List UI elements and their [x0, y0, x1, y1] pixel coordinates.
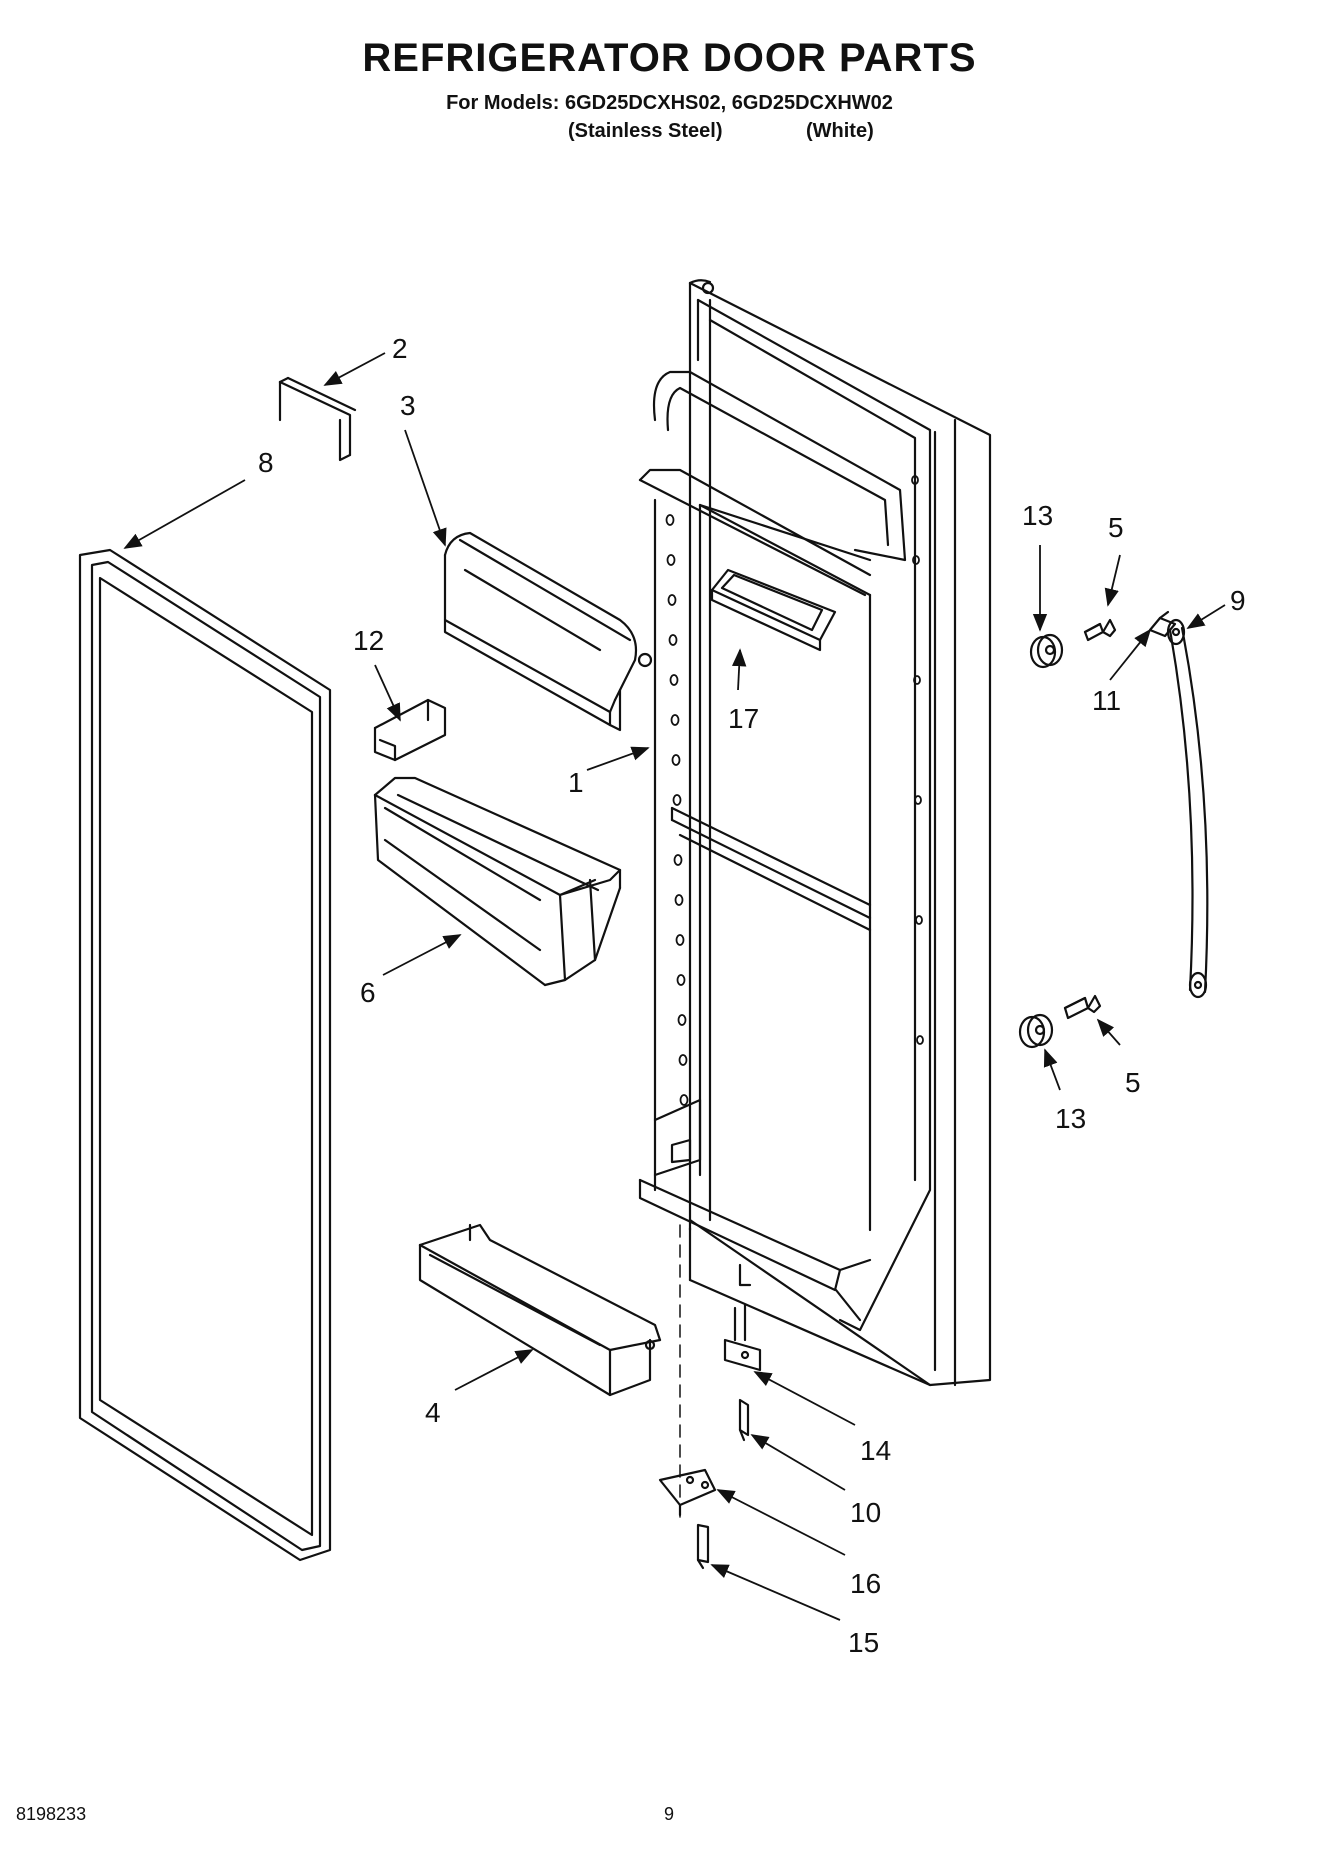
handle-screw [1148, 610, 1177, 638]
callout-9: 9 [1230, 585, 1246, 616]
handle-spacer-lower [1018, 1013, 1054, 1049]
leader-3 [404, 429, 447, 547]
leader-13b [1043, 1048, 1061, 1091]
shelf-holes [665, 475, 924, 1106]
leader-15 [710, 1564, 841, 1621]
callout-15: 15 [848, 1627, 879, 1658]
leader-1 [586, 746, 650, 771]
leader-12 [374, 664, 401, 722]
callout-13-upper: 13 [1022, 500, 1053, 531]
handle-screw-upper [1083, 618, 1117, 642]
leader-2 [323, 352, 386, 386]
leader-4 [454, 1349, 534, 1391]
callout-5-upper: 5 [1108, 512, 1124, 543]
hinge-bracket [658, 1468, 717, 1517]
callout-13-lower: 13 [1055, 1103, 1086, 1134]
door-gasket [78, 548, 332, 1562]
door-liner [638, 279, 992, 1387]
dairy-bin [710, 568, 837, 652]
crisper-cover [443, 531, 653, 732]
leader-10 [750, 1434, 846, 1491]
variant-white: (White) [806, 120, 874, 142]
leader-17 [731, 648, 747, 691]
door-handle [1166, 618, 1209, 999]
callout-16: 16 [850, 1568, 881, 1599]
page-title: REFRIGERATOR DOOR PARTS [362, 36, 977, 80]
leader-11 [1109, 628, 1152, 681]
callout-12: 12 [353, 625, 384, 656]
leader-6 [382, 934, 462, 976]
models-line: For Models: 6GD25DCXHS02, 6GD25DCXHW02 [446, 92, 893, 114]
leader-8 [123, 479, 246, 549]
callout-5-lower: 5 [1125, 1067, 1141, 1098]
leader-16 [716, 1489, 846, 1556]
retainer-clip [373, 698, 447, 762]
leader-9 [1186, 604, 1226, 629]
callout-17: 17 [728, 703, 759, 734]
callout-8: 8 [258, 447, 274, 478]
handle-spacer-upper [1029, 633, 1064, 669]
bin-clip [278, 376, 357, 462]
door-bin [373, 776, 622, 987]
leader-14 [753, 1371, 856, 1426]
variant-stainless: (Stainless Steel) [568, 120, 723, 142]
handle-screw-lower [1063, 994, 1102, 1020]
callout-1: 1 [568, 767, 584, 798]
callout-11: 11 [1092, 685, 1121, 716]
callout-3: 3 [400, 390, 416, 421]
callout-2: 2 [392, 333, 408, 364]
leader-5a [1104, 554, 1121, 607]
door-shelf [418, 1223, 662, 1397]
hinge-screw [738, 1398, 750, 1442]
callout-6: 6 [360, 977, 376, 1008]
callout-14: 14 [860, 1435, 891, 1466]
callout-10: 10 [850, 1497, 881, 1528]
leader-5b [1096, 1018, 1121, 1046]
page-number: 9 [664, 1804, 675, 1824]
hinge-pin [723, 1303, 762, 1372]
callout-4: 4 [425, 1397, 441, 1428]
document-number: 8198233 [16, 1804, 87, 1824]
hinge-bolt [696, 1523, 710, 1570]
leader-lines [123, 352, 1226, 1621]
